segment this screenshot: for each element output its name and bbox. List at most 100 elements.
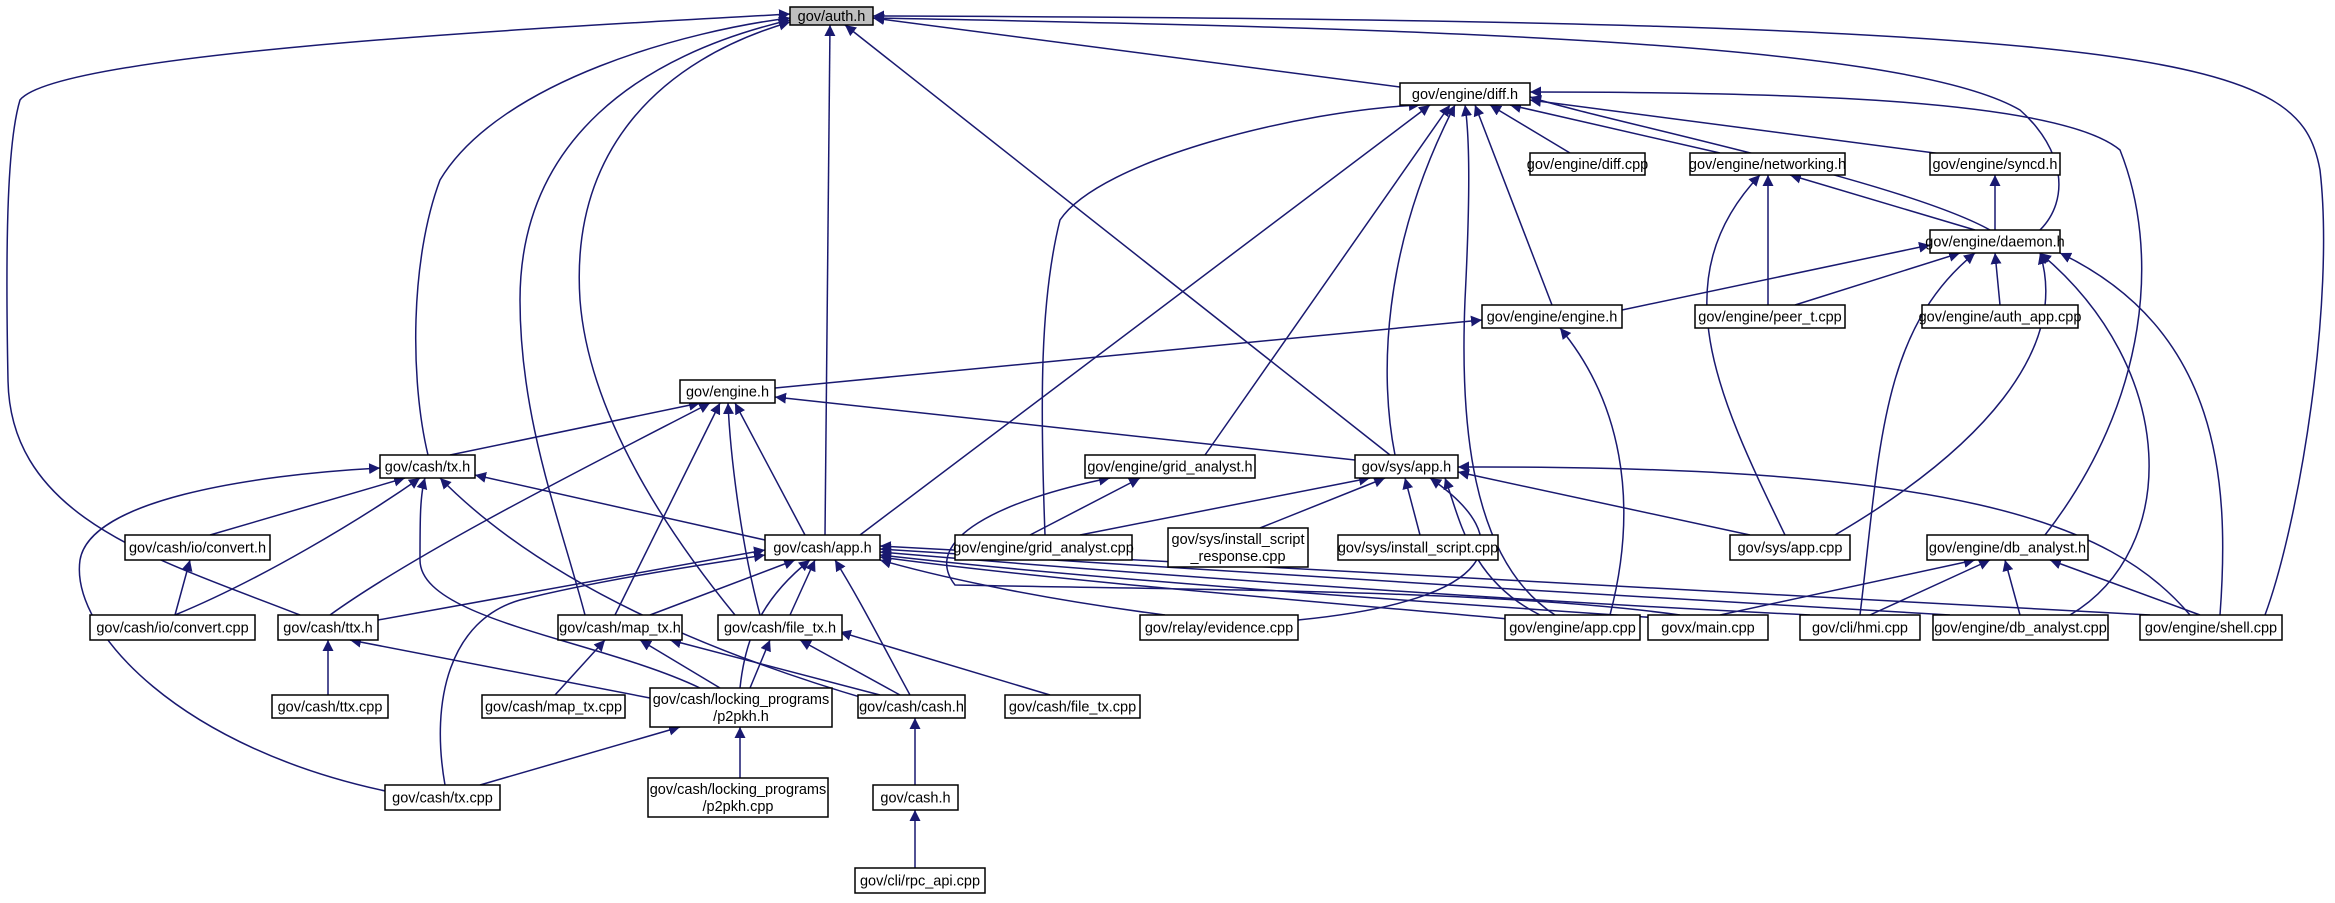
- node-syncd-h[interactable]: gov/engine/syncd.h: [1929, 152, 2061, 176]
- node-label: gov/cash/io/convert.cpp: [96, 620, 248, 636]
- node-box: [1167, 527, 1309, 568]
- edge-cash_app_h-to-auth: [824, 24, 836, 536]
- edge-db_analyst_h-to-diff_h: [1529, 86, 2143, 536]
- node-peer-t-cpp[interactable]: gov/engine/peer_t.cpp: [1694, 304, 1846, 329]
- node-box: [271, 694, 389, 719]
- node-label: gov/cash/map_tx.h: [559, 620, 681, 636]
- node-label: gov/cash/locking_programs: [653, 692, 830, 708]
- node-sys-app-h[interactable]: gov/sys/app.h: [1354, 454, 1459, 479]
- edge-evidence_cpp-to-cash_app_h: [879, 557, 1166, 616]
- node-map-tx-cpp[interactable]: gov/cash/map_tx.cpp: [481, 694, 626, 719]
- edge-govx_main_cpp-to-cash_app_h: [879, 550, 1661, 619]
- node-cash-app-h[interactable]: gov/cash/app.h: [764, 534, 881, 561]
- node-label: gov/engine.h: [686, 384, 769, 400]
- node-label: gov/engine/grid_analyst.cpp: [953, 540, 1134, 556]
- node-engine-engine-h[interactable]: gov/engine/engine.h: [1481, 304, 1623, 329]
- node-file-tx-cpp[interactable]: gov/cash/file_tx.cpp: [1004, 694, 1141, 719]
- edge-sys_app_cpp-to-networking_h: [1706, 174, 1786, 536]
- edge-engine_app_cpp-to-cash_app_h: [879, 553, 1521, 621]
- node-shell-cpp[interactable]: gov/engine/shell.cpp: [2139, 614, 2283, 641]
- node-ttx-h[interactable]: gov/cash/ttx.h: [277, 614, 379, 641]
- node-box: [872, 784, 959, 811]
- node-box: [1647, 614, 1769, 641]
- node-map-tx-h[interactable]: gov/cash/map_tx.h: [557, 614, 683, 641]
- node-box: [764, 534, 881, 561]
- node-convert-cpp[interactable]: gov/cash/io/convert.cpp: [89, 614, 256, 641]
- edge-hmi_cpp-to-db_analyst_h: [1869, 559, 1991, 616]
- node-label: gov/cash/ttx.cpp: [278, 699, 383, 715]
- edge-convert_h-to-cash_tx_h: [209, 475, 406, 536]
- edge-file_tx_h-to-cash_app_h: [789, 559, 816, 616]
- edge-sys_app_h-to-auth: [844, 24, 1391, 456]
- edge-grid_analyst_h-to-diff_h: [1204, 104, 1451, 456]
- node-box: [1139, 614, 1299, 641]
- node-install-script-cpp[interactable]: gov/sys/install_script.cpp: [1337, 534, 1499, 561]
- node-box: [1689, 152, 1846, 176]
- edge-shell_cpp-to-sys_app_h: [1457, 461, 2191, 616]
- node-diff-h[interactable]: gov/engine/diff.h: [1399, 82, 1531, 106]
- node-grid-analyst-h[interactable]: gov/engine/grid_analyst.h: [1084, 454, 1256, 479]
- edge-engine_engine_h-to-diff_h: [1473, 104, 1553, 306]
- node-grid-analyst-cpp[interactable]: gov/engine/grid_analyst.cpp: [953, 534, 1134, 561]
- node-label: gov/sys/install_script.cpp: [1338, 540, 1498, 556]
- edge-peer_t_cpp-to-daemon_h: [1794, 251, 1961, 306]
- edge-cash_cash_h-to-cash_tx_h: [439, 477, 871, 701]
- edge-cash_app_h-to-engine_h: [734, 402, 806, 536]
- node-box: [89, 614, 256, 641]
- node-auth[interactable]: gov/auth.h: [789, 6, 874, 26]
- edge-map_tx_h-to-cash_app_h: [649, 558, 796, 616]
- edge-grid_analyst_cpp-to-sys_app_h: [1079, 474, 1371, 536]
- edge-convert_cpp-to-convert_h: [174, 559, 193, 616]
- node-install-script-response-cpp[interactable]: gov/sys/install_script_response.cpp: [1167, 527, 1309, 568]
- edge-ttx_h-to-engine_h: [329, 402, 711, 616]
- node-label: gov/cli/hmi.cpp: [1812, 620, 1908, 636]
- edge-cash_cash_h-to-file_tx_h: [799, 639, 901, 696]
- node-box: [1084, 454, 1256, 479]
- edge-networking_h-to-diff_h: [1509, 102, 1721, 154]
- node-govx-main-cpp[interactable]: govx/main.cpp: [1647, 614, 1769, 641]
- edge-daemon_h-to-auth: [872, 12, 2060, 231]
- node-sys-app-cpp[interactable]: gov/sys/app.cpp: [1729, 534, 1851, 561]
- node-label: gov/relay/evidence.cpp: [1145, 620, 1293, 636]
- node-networking-h[interactable]: gov/engine/networking.h: [1689, 152, 1846, 176]
- node-label: gov/auth.h: [798, 9, 866, 25]
- node-box: [1694, 304, 1846, 329]
- edge-cash_tx_cpp-to-cash_tx_h: [78, 463, 396, 794]
- edge-install_script_cpp-to-sys_app_h: [1402, 477, 1421, 536]
- edge-cash_cash_h-to-cash_app_h: [834, 559, 911, 696]
- node-box: [1529, 152, 1646, 176]
- edge-cash_app_h-to-cash_tx_h: [474, 472, 766, 541]
- edge-govx_main_cpp-to-db_analyst_h: [1719, 556, 1976, 616]
- node-label: gov/cash/locking_programs: [650, 782, 827, 798]
- node-label: gov/cash/app.h: [773, 540, 871, 556]
- node-daemon-h[interactable]: gov/engine/daemon.h: [1925, 229, 2065, 254]
- node-rpc-api-cpp[interactable]: gov/cli/rpc_api.cpp: [854, 867, 986, 894]
- node-p2pkh-h[interactable]: gov/cash/locking_programs/p2pkh.h: [649, 687, 833, 728]
- node-box: [557, 614, 683, 641]
- node-box: [954, 534, 1133, 561]
- node-label: /p2pkh.cpp: [703, 799, 774, 815]
- node-p2pkh-cpp[interactable]: gov/cash/locking_programs/p2pkh.cpp: [647, 777, 829, 818]
- node-ttx-cpp[interactable]: gov/cash/ttx.cpp: [271, 694, 389, 719]
- node-label: gov/sys/app.cpp: [1738, 540, 1843, 556]
- edge-p2pkh_h-to-ttx_h: [349, 636, 651, 699]
- node-label: gov/engine/daemon.h: [1925, 234, 2064, 250]
- node-auth-app-cpp[interactable]: gov/engine/auth_app.cpp: [1919, 304, 2082, 329]
- node-box: [1729, 534, 1851, 561]
- node-gov-cash-h[interactable]: gov/cash.h: [872, 784, 959, 811]
- node-box: [854, 867, 986, 894]
- node-db-analyst-cpp[interactable]: gov/engine/db_analyst.cpp: [1932, 614, 2109, 641]
- node-convert-h[interactable]: gov/cash/io/convert.h: [124, 534, 271, 561]
- node-cash-cash-h[interactable]: gov/cash/cash.h: [857, 694, 966, 719]
- node-evidence-cpp[interactable]: gov/relay/evidence.cpp: [1139, 614, 1299, 641]
- node-cash-tx-h[interactable]: gov/cash/tx.h: [379, 454, 476, 479]
- node-engine-h[interactable]: gov/engine.h: [679, 379, 776, 404]
- edge-sys_app_h-to-diff_h: [1386, 104, 1456, 456]
- node-hmi-cpp[interactable]: gov/cli/hmi.cpp: [1799, 614, 1921, 641]
- node-diff-cpp[interactable]: gov/engine/diff.cpp: [1527, 152, 1648, 176]
- node-db-analyst-h[interactable]: gov/engine/db_analyst.h: [1926, 534, 2089, 561]
- node-cash-tx-cpp[interactable]: gov/cash/tx.cpp: [384, 784, 501, 811]
- edge-db_analyst_cpp-to-db_analyst_h: [2002, 559, 2021, 616]
- node-file-tx-h[interactable]: gov/cash/file_tx.h: [717, 614, 843, 641]
- node-engine-app-cpp[interactable]: gov/engine/app.cpp: [1504, 614, 1641, 641]
